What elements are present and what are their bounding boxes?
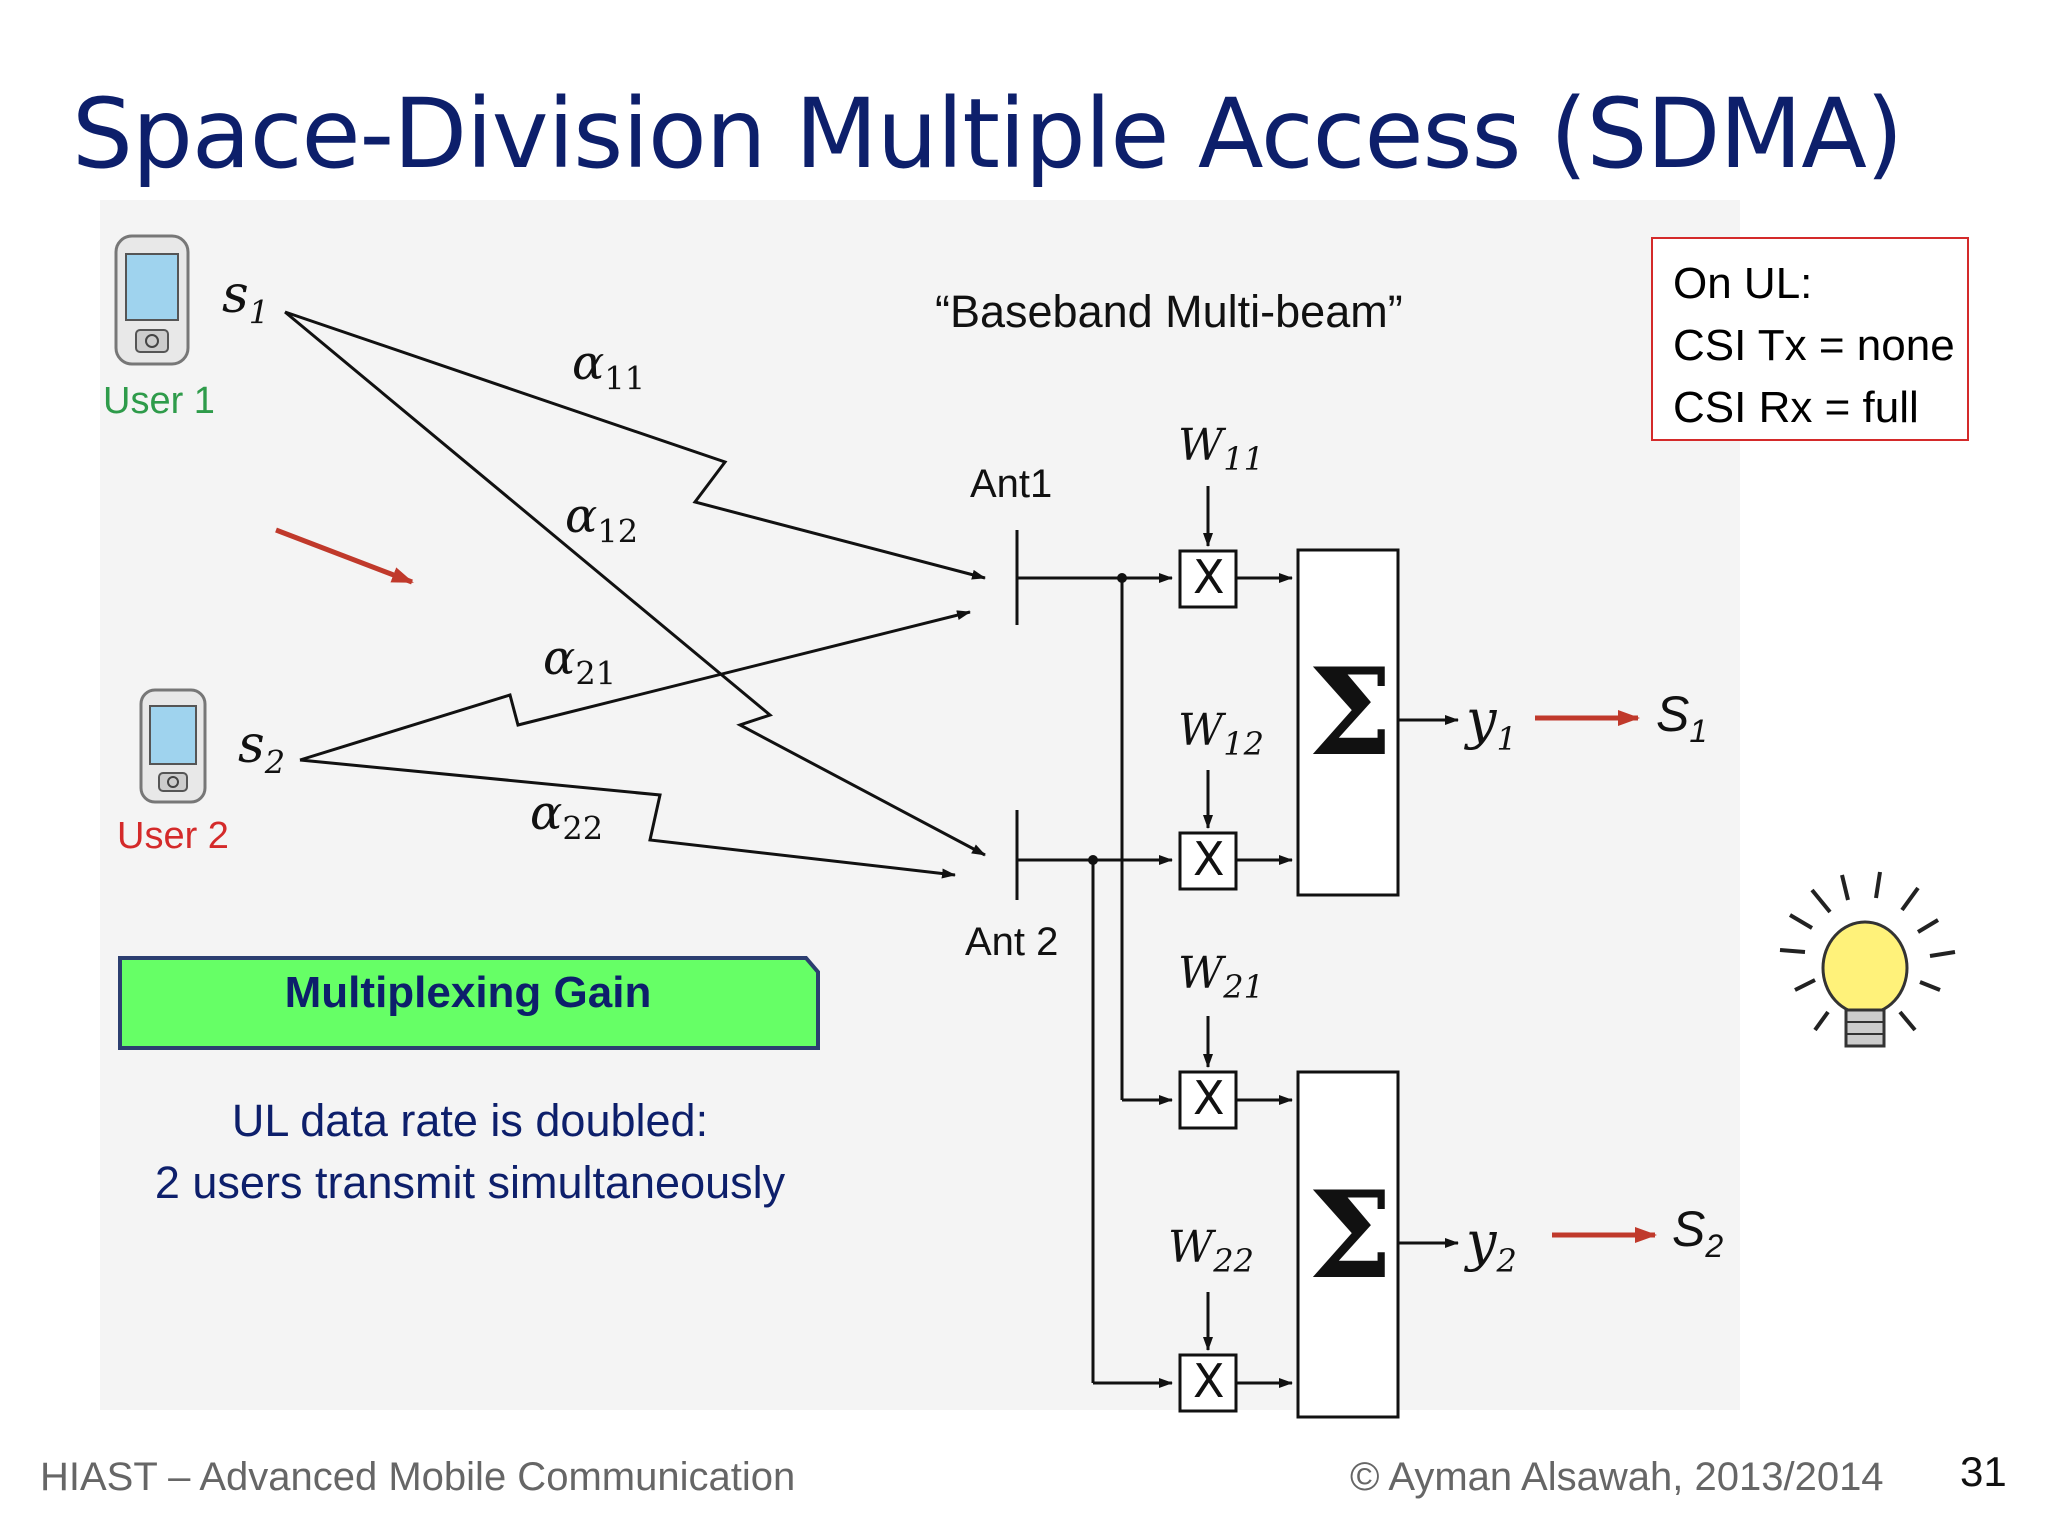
csi-line-3: CSI Rx = full <box>1673 383 1919 432</box>
output-y1: y1 <box>1466 688 1517 758</box>
channel-label-12: α12 <box>565 488 639 551</box>
multiplier-box-12 <box>1178 831 1238 891</box>
phone-icon <box>139 688 207 804</box>
diagram-background <box>100 200 1740 1410</box>
antennas <box>1015 530 1173 1388</box>
output-estimate-s1: S1 <box>1656 686 1708 749</box>
user-2-label: User 2 <box>117 815 229 857</box>
multiplier-symbol-12: X <box>1193 832 1225 886</box>
multiplier-symbol-22: X <box>1193 1354 1225 1408</box>
antenna-2-label: Ant 2 <box>965 920 1059 964</box>
ul-rate-line-1: UL data rate is doubled: <box>231 1095 709 1146</box>
red-arrow-icon <box>275 527 414 585</box>
summer-symbol-2: Σ <box>1308 1165 1393 1306</box>
weight-label-22: W22 <box>1168 1222 1254 1280</box>
multiplexing-banner <box>118 956 820 1050</box>
csi-line-1: On UL: <box>1673 259 1813 308</box>
phone-icon <box>114 234 190 366</box>
channel-paths <box>284 310 986 879</box>
output-estimate-s2: S2 <box>1672 1201 1724 1264</box>
multiplier-symbol-21: X <box>1193 1071 1225 1125</box>
channel-label-21: α21 <box>543 630 617 693</box>
summer-box-1 <box>1296 548 1400 897</box>
user-1-label: User 1 <box>103 380 215 422</box>
slide-title: Space-Division Multiple Access (SDMA) <box>72 78 1903 190</box>
channel-label-22: α22 <box>530 785 604 848</box>
summer-boxes <box>1296 548 1400 1419</box>
weight-label-12: W12 <box>1178 705 1264 763</box>
weight-label-21: W21 <box>1178 948 1264 1006</box>
csi-info-box: On UL: CSI Tx = none CSI Rx = full <box>1651 237 1969 441</box>
multiplier-symbol-11: X <box>1193 550 1225 604</box>
ul-rate-line-2: 2 users transmit simultaneously <box>154 1157 786 1208</box>
channel-path-22 <box>299 758 956 879</box>
footer-course: HIAST – Advanced Mobile Communication <box>40 1455 796 1499</box>
user-2-signal: s2 <box>238 715 286 782</box>
footer-copyright: © Ayman Alsawah, 2013/2014 <box>1350 1455 1884 1499</box>
summer-inputs <box>1236 573 1293 1388</box>
lightbulb-icon <box>1779 871 1956 1048</box>
multiplexing-gain-label: Multiplexing Gain <box>284 968 652 1017</box>
baseband-multibeam-label: “Baseband Multi-beam” <box>935 286 1403 337</box>
output-y2: y2 <box>1466 1210 1517 1280</box>
weight-label-11: W11 <box>1178 420 1264 478</box>
summer-outputs <box>1398 715 1459 1248</box>
user-1-signal: s1 <box>222 265 270 332</box>
channel-label-11: α11 <box>572 335 646 398</box>
csi-line-2: CSI Tx = none <box>1673 321 1955 370</box>
channel-path-11 <box>284 310 986 580</box>
summer-box-2 <box>1296 1070 1400 1419</box>
antenna-1-label: Ant1 <box>970 462 1053 506</box>
channel-path-21 <box>299 610 971 762</box>
channel-path-12 <box>284 310 986 857</box>
summer-symbol-1: Σ <box>1308 642 1393 783</box>
page-number: 31 <box>1960 1448 2007 1495</box>
